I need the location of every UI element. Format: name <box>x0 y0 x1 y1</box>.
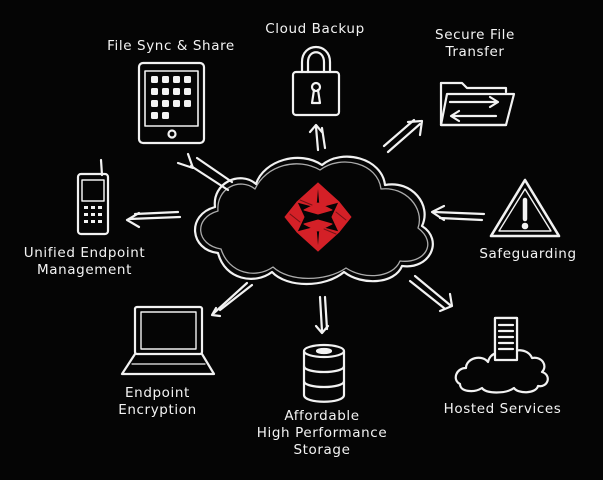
endpoint-enc-line1: Endpoint <box>125 385 190 401</box>
laptop-icon <box>120 305 216 376</box>
arrow-secure-transfer <box>382 118 424 154</box>
label-safeguarding: Safeguarding <box>468 246 588 263</box>
arrow-safeguarding <box>430 204 486 222</box>
padlock-icon <box>291 46 341 117</box>
safeguarding-label: Safeguarding <box>479 246 577 262</box>
label-hosted-services: Hosted Services <box>430 401 575 418</box>
label-file-sync-share: File Sync & Share <box>96 38 246 55</box>
endpoint-mgmt-line2: Management <box>37 262 132 278</box>
cloud-backup-label: Cloud Backup <box>265 21 365 37</box>
label-endpoint-encryption: Endpoint Encryption <box>100 385 215 419</box>
storage-line3: Storage <box>293 442 351 458</box>
storage-line2: High Performance <box>256 425 388 441</box>
arrow-storage <box>314 295 330 335</box>
tablet-icon <box>137 61 206 145</box>
arrow-cloud-backup <box>308 123 327 152</box>
logo-hatching <box>289 199 347 235</box>
arrow-endpoint-mgmt <box>125 210 182 229</box>
warning-triangle-icon <box>489 178 561 238</box>
endpoint-enc-line2: Encryption <box>118 402 197 418</box>
mobile-phone-icon <box>76 158 110 236</box>
label-unified-endpoint-management: Unified Endpoint Management <box>22 245 147 279</box>
folder-transfer-icon <box>439 81 516 127</box>
arrow-endpoint-enc <box>210 281 254 318</box>
label-storage: Affordable High Performance Storage <box>242 408 402 459</box>
arrow-hosted <box>408 274 454 313</box>
arrow-file-sync <box>176 152 234 192</box>
central-cloud <box>194 155 434 286</box>
database-icon <box>302 343 346 403</box>
server-cloud-icon <box>454 316 549 394</box>
file-sync-label: File Sync & Share <box>107 38 235 54</box>
endpoint-mgmt-line1: Unified Endpoint <box>23 245 146 261</box>
storage-line1: Affordable <box>284 408 360 424</box>
secure-transfer-line2: Transfer <box>445 44 505 60</box>
label-secure-file-transfer: Secure File Transfer <box>420 27 530 61</box>
red-diamond-logo-icon <box>284 182 352 252</box>
secure-transfer-line1: Secure File <box>435 27 515 43</box>
label-cloud-backup: Cloud Backup <box>255 21 375 38</box>
hosted-label: Hosted Services <box>443 401 562 417</box>
